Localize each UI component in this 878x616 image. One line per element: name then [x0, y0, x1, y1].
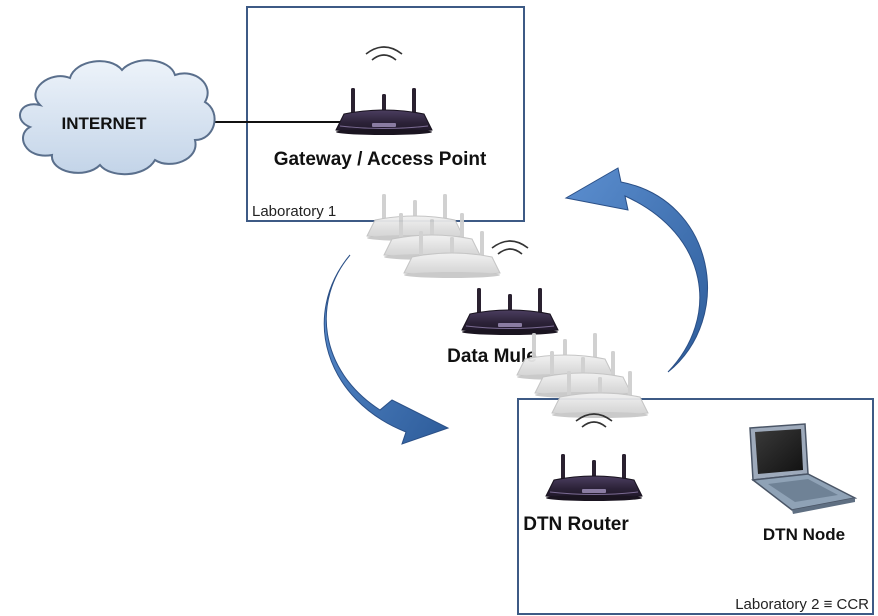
laboratory-1-label: Laboratory 1: [252, 203, 336, 220]
gateway-label: Gateway / Access Point: [274, 149, 487, 170]
data-mule-label: Data Mule: [447, 346, 537, 367]
cloud-icon: [18, 59, 216, 176]
dtn-node-label: DTN Node: [763, 525, 845, 544]
laboratory-2-label: Laboratory 2 ≡ CCR: [735, 596, 869, 613]
curved-arrow-icon-up: [564, 167, 708, 373]
internet-label: INTERNET: [62, 114, 148, 133]
laptop-icon: [749, 423, 858, 514]
curved-arrow-icon-down: [323, 254, 450, 445]
dtn-router-label: DTN Router: [523, 514, 629, 535]
